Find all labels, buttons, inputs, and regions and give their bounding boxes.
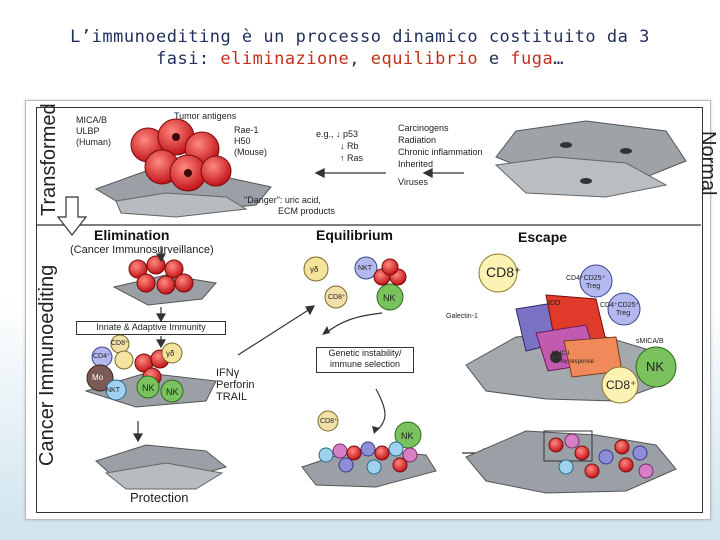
label-normal: Normal [697,131,719,196]
ligand-ulbp: ULBP [76,126,100,136]
tissue-sheet-normal [494,120,687,198]
cell-nk-elim-1: NK [142,383,155,393]
phase-escape: fuga [510,49,554,69]
diagram-graphics [36,118,701,494]
label-ido: IDO [548,300,561,307]
ligand-mouse: (Mouse) [234,147,268,157]
label-mhc-1: MHC-I [552,351,570,357]
title-sep-2: e [478,49,511,69]
tumor-antigens-label: Tumor antigens [174,111,237,121]
cell-nk-escape: NK [646,359,665,374]
danger-line-2: ECM products [278,206,336,216]
cause-inherited: Inherited [398,159,434,169]
header-elimination: Elimination [94,227,170,243]
header-equilibrium: Equilibrium [316,227,393,243]
cell-mo: Mo [92,373,104,382]
equilibrium-cells-bottom [301,410,437,488]
diagram-frame [36,107,703,513]
genetic-line-2: immune selection [329,359,401,369]
label-cancer-immunoediting: Cancer Immunoediting [36,264,58,466]
cytokine-perforin: Perforin [216,379,255,391]
elimination-subtitle: (Cancer Immunosurveillance) [70,244,214,256]
gene-rb: ↓ Rb [340,141,359,151]
cell-gd-equil: γδ [310,265,319,274]
gene-ras: ↑ Ras [340,153,364,163]
cell-treg-1: CD4⁺CD25⁺ [566,275,606,282]
header-escape: Escape [518,229,568,245]
phase-equilibrium: equilibrio [370,49,479,69]
cell-nkt-equil: NKT [358,265,372,272]
cell-cd8-equil: CD8⁺ [328,294,346,301]
elimination-immune-cluster [84,334,217,408]
phase-elimination: eliminazione [220,49,350,69]
title-sep-1: , [349,49,371,69]
cell-cd4-elim: CD4⁺ [93,353,111,360]
cytokine-ifng: IFNγ [216,367,240,379]
title-ellipsis: … [553,49,564,69]
cell-nk-equil: NK [383,293,396,303]
cause-carcinogens: Carcinogens [398,123,449,133]
cause-viruses: Viruses [398,177,428,187]
cause-chronic-inflammation: Chronic inflammation [398,147,483,157]
cause-radiation: Radiation [398,135,437,145]
cell-nkt-elim: NKT [106,387,120,394]
ligand-rae1: Rae-1 [234,125,259,135]
equilibrium-cells-top [303,256,407,311]
cell-cd8-elim: CD8⁺ [111,340,129,347]
cytokine-trail: TRAIL [216,391,248,403]
label-smica: sMICA/B [636,338,664,345]
ligand-mica: MICA/B [76,115,108,125]
label-galectin: Galectin-1 [446,313,478,320]
escape-tumor [465,253,677,404]
label-protection: Protection [130,490,189,505]
innate-adaptive-box: Innate & Adaptive Immunity [76,321,226,335]
slide-title: L’immunoediting è un processo dinamico c… [0,26,720,70]
elimination-tumor-cluster [112,255,217,306]
escape-tumor-bottom [465,430,677,494]
gene-p53: e.g., ↓ p53 [316,129,359,139]
tumor-cells-transformed [130,118,232,192]
cell-nk-elim-2: NK [166,387,179,397]
title-line-1: L’immunoediting è un processo dinamico c… [70,27,650,47]
cell-treg-2: CD4⁺CD25⁺ [600,302,640,309]
ligand-human: (Human) [76,137,112,147]
cell-gd-elim: γδ [166,349,175,358]
transform-arrow [56,196,88,236]
protection-tissue [95,444,228,490]
label-mhc-2: ↓IFNγ response [552,359,595,365]
danger-line-1: "Danger": uric acid, [244,195,321,205]
cell-treg-1-label: Treg [586,283,601,290]
genetic-instability-box: Genetic instability/ immune selection [316,347,414,373]
cell-nk-equil-2: NK [401,431,414,441]
cell-cd8-escape: CD8⁺ [486,264,522,280]
label-transformed: Transformed [38,103,60,216]
cell-cd8-escape-2: CD8⁺ [606,378,637,392]
cell-cd8-equil-2: CD8⁺ [320,418,338,425]
genetic-line-1: Genetic instability/ [328,348,402,358]
ligand-h50: H50 [234,136,251,146]
immunoediting-diagram: Transformed Normal Cancer Immunoediting … [25,100,719,520]
cell-treg-2-label: Treg [616,310,631,317]
title-prefix: fasi: [155,49,221,69]
title-line-2: fasi: eliminazione, equilibrio e fuga… [0,48,720,70]
